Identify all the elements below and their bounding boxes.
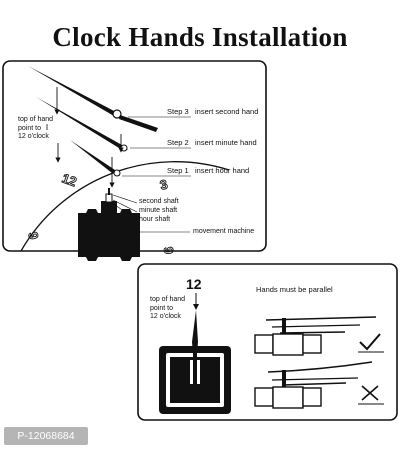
step-2-text: insert minute hand xyxy=(195,138,257,147)
step-1-label: Step 1 xyxy=(167,166,189,175)
panel-2-movement xyxy=(159,346,231,414)
panel-1-left-note: top of hand point to 12 o'clock xyxy=(18,116,54,140)
cross-mark-icon xyxy=(361,385,379,401)
not-parallel-wrong-view xyxy=(254,361,373,409)
panel-2-number-12: 12 xyxy=(186,276,202,292)
step-1-text: insert hour hand xyxy=(195,166,250,175)
movement-machine xyxy=(78,188,140,261)
second-shaft-label: second shaft xyxy=(139,198,179,205)
dial-number-6: 6 xyxy=(161,246,177,255)
movement-machine-label: movement machine xyxy=(193,228,255,235)
parallel-correct-view xyxy=(254,316,377,356)
page-title: Clock Hands Installation xyxy=(52,22,348,52)
hour-shaft-label: hour shaft xyxy=(139,216,171,223)
panel-2-frame xyxy=(137,263,398,421)
step-3-label: Step 3 xyxy=(167,107,189,116)
watermark: P-12068684 xyxy=(4,427,88,445)
dial-number-12: 12 xyxy=(60,170,79,189)
second-hand xyxy=(28,66,158,132)
clock-dial xyxy=(20,161,230,252)
step-2-label: Step 2 xyxy=(167,138,189,147)
minute-shaft-label: minute shaft xyxy=(139,207,178,214)
hour-hand xyxy=(70,140,121,177)
parallel-title: Hands must be parallel xyxy=(256,285,333,294)
dial-number-3: 3 xyxy=(158,176,169,192)
step-3-text: insert second hand xyxy=(195,107,259,116)
check-mark-icon xyxy=(359,333,381,351)
panel-2-hand xyxy=(192,310,198,378)
panel-2-left-note: top of hand point to 12 o'clock xyxy=(150,296,186,320)
dial-number-9: 9 xyxy=(25,231,41,241)
